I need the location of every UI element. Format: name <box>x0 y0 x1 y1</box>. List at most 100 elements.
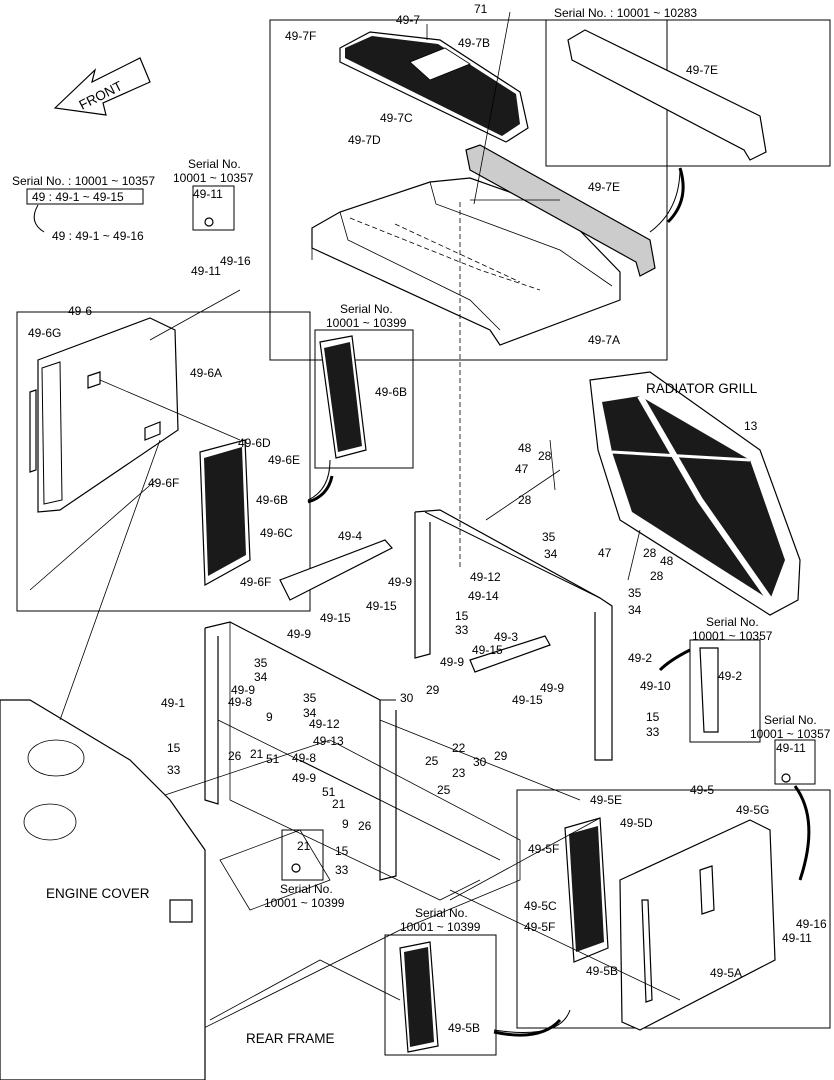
part-label: 25 <box>425 754 439 768</box>
part-label: 49-5D <box>620 816 653 830</box>
part-label: 49-7F <box>285 29 316 43</box>
part-label: 35 <box>303 691 317 705</box>
front-arrow-icon <box>53 57 151 116</box>
part-label: 26 <box>358 819 372 833</box>
box-49-5 <box>516 789 831 1029</box>
frame-main <box>204 509 613 881</box>
part-label: 49-9 <box>540 681 564 695</box>
serial-496b-range: 10001 ~ 10399 <box>326 316 407 330</box>
part-label: 49-6E <box>268 453 300 467</box>
part-label: 49-2 <box>718 669 742 683</box>
part-label: 49-8 <box>292 751 316 765</box>
part-label: 29 <box>494 749 508 763</box>
part-label: 49-15 <box>472 643 503 657</box>
part-label: 49-5B <box>586 964 618 978</box>
box-49-6 <box>16 311 311 612</box>
serial-49-range1: 49 : 49-1 ~ 49-15 <box>32 190 124 204</box>
part-label: 49-15 <box>366 599 397 613</box>
part-label: 49-12 <box>309 717 340 731</box>
part-label: 49-5E <box>590 793 622 807</box>
part-label: 49-4 <box>338 529 362 543</box>
part-label: 30 <box>473 755 487 769</box>
radiator-grill <box>589 371 801 616</box>
part-label: 49-9 <box>292 771 316 785</box>
part-label: 23 <box>452 766 466 780</box>
part-label: 49-5B <box>448 1021 480 1035</box>
part-label: 49-5 <box>690 783 714 797</box>
part-label: 49-15 <box>512 693 543 707</box>
serial-49-6b-box <box>314 329 414 469</box>
part-label: 15 <box>335 844 349 858</box>
part-label: 15 <box>646 710 660 724</box>
part-label: 9 <box>266 710 273 724</box>
part-label: 49-11 <box>782 931 812 945</box>
part-label: 49-9 <box>231 683 255 697</box>
part-label: 15 <box>455 609 469 623</box>
part-label: 49-6B <box>256 493 288 507</box>
part-label: 49-2 <box>628 651 652 665</box>
part-label: 49-11 <box>193 187 223 201</box>
part-label: 28 <box>650 569 664 583</box>
leader-lines <box>29 11 681 1001</box>
part-label: 35 <box>254 656 268 670</box>
part-label: 49-9 <box>388 575 412 589</box>
part-label: 35 <box>542 530 556 544</box>
part-label: 49-7E <box>686 63 718 77</box>
part-label: 49-12 <box>470 570 501 584</box>
part-label: 49-16 <box>220 254 251 268</box>
part-label: 48 <box>518 441 532 455</box>
part-label: 49-11 <box>191 264 221 278</box>
serial-21-title: Serial No. <box>280 882 333 896</box>
part-label: 49-10 <box>640 679 671 693</box>
part-label: 49-7A <box>588 333 620 347</box>
part-label: 49-6A <box>190 366 222 380</box>
part-label: 21 <box>332 797 346 811</box>
serial-49-11-box <box>192 185 235 231</box>
serial-21-range: 10001 ~ 10399 <box>264 896 345 910</box>
part-label: 49-5A <box>710 966 742 980</box>
part-label: 34 <box>544 547 558 561</box>
part-label: 49-8 <box>228 695 252 709</box>
serial-49-7e-text: Serial No. : 10001 ~ 10283 <box>554 6 697 20</box>
part-label: 13 <box>744 419 758 433</box>
serial-495b-range: 10001 ~ 10399 <box>400 920 481 934</box>
part-label: 49-5C <box>524 899 557 913</box>
part-label: 49-6 <box>68 304 92 318</box>
box-49-7 <box>269 19 668 361</box>
grill-49-5b <box>564 817 609 963</box>
part-label: 28 <box>538 449 552 463</box>
part-label: 71 <box>474 2 488 16</box>
serial-4911-title: Serial No. <box>188 157 241 171</box>
serial-492-range: 10001 ~ 10357 <box>692 629 773 643</box>
part-label: 49-7D <box>348 133 381 147</box>
part-label: 34 <box>303 706 317 720</box>
part-label: 49-15 <box>320 611 351 625</box>
serial-49-11-right-box <box>774 739 816 785</box>
part-label: 28 <box>643 546 657 560</box>
part-label: 22 <box>452 741 466 755</box>
part-label: 26 <box>228 749 242 763</box>
part-label: 28 <box>518 493 532 507</box>
serial-495b-title: Serial No. <box>415 906 468 920</box>
part-label: 33 <box>455 623 469 637</box>
radiator-grill-label: RADIATOR GRILL <box>646 381 758 396</box>
top-cover-49-7b <box>339 31 529 143</box>
bolt-icon <box>204 217 214 227</box>
part-label: 51 <box>322 785 336 799</box>
part-label: 49-13 <box>313 734 344 748</box>
serial-box-49-7e <box>545 19 831 167</box>
part-label: 21 <box>297 839 311 853</box>
part-label: 49-6C <box>260 526 293 540</box>
part-label: 49-7B <box>458 36 490 50</box>
serial-49-2-box <box>689 639 761 743</box>
part-label: 49-6B <box>375 385 407 399</box>
part-label: 30 <box>400 691 414 705</box>
part-label: 49-5G <box>736 803 769 817</box>
grill-49-6b <box>199 439 251 586</box>
serial-4911-range: 10001 ~ 10357 <box>173 171 254 185</box>
grill-49-5b-small <box>399 941 439 1053</box>
serial-21-box <box>281 829 324 881</box>
part-label: 49-11 <box>776 741 806 755</box>
serial-49-text: Serial No. : 10001 ~ 10357 <box>12 174 155 188</box>
part-label: 47 <box>515 462 529 476</box>
